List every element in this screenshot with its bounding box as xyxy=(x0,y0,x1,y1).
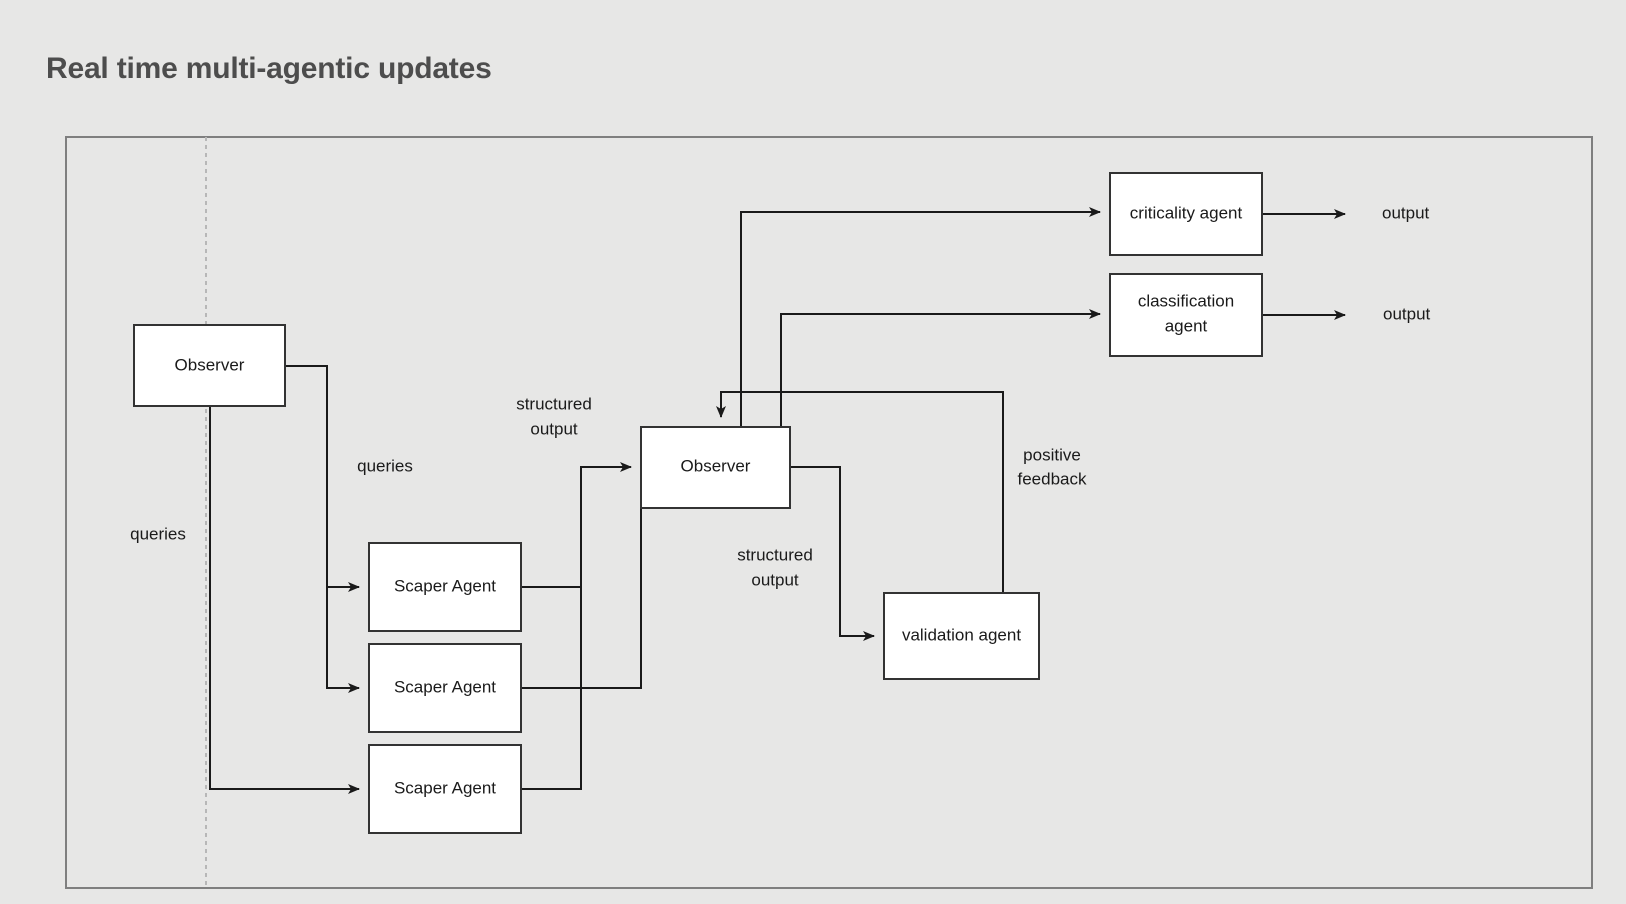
node-scaper-agent-2[interactable]: Scaper Agent xyxy=(368,643,522,733)
diagram-container-frame xyxy=(65,136,1593,889)
edge-label-positive-feedback-line1: positive xyxy=(1023,445,1081,464)
node-observer-left[interactable]: Observer xyxy=(133,324,286,407)
edge-observer-middle-to-classification-agent xyxy=(780,309,1101,427)
node-observer-middle[interactable]: Observer xyxy=(640,426,791,509)
node-scaper-agent-2-label: Scaper Agent xyxy=(394,677,496,696)
edge-observer-middle-to-validation-agent xyxy=(790,466,875,641)
edge-observer-left-to-scaper-3 xyxy=(209,406,360,794)
node-classification-agent[interactable]: classification agent xyxy=(1109,273,1263,357)
edge-label-structured-output-upper-line2: output xyxy=(530,419,578,438)
edge-observer-middle-to-criticality-agent xyxy=(740,207,1101,427)
node-observer-left-label: Observer xyxy=(175,355,245,374)
node-scaper-agent-3-label: Scaper Agent xyxy=(394,778,496,797)
page-title: Real time multi-agentic updates xyxy=(46,52,492,85)
edge-scaper-2-to-observer-middle xyxy=(521,467,642,689)
edge-label-structured-output-upper-line1: structured xyxy=(516,394,592,413)
node-criticality-agent-label: criticality agent xyxy=(1130,203,1243,222)
edge-label-queries-lower: queries xyxy=(130,524,186,543)
edge-scaper-1-to-observer-middle xyxy=(521,462,632,588)
edge-observer-left-to-scaper-2 xyxy=(326,587,360,693)
node-scaper-agent-3[interactable]: Scaper Agent xyxy=(368,744,522,834)
node-criticality-agent[interactable]: criticality agent xyxy=(1109,172,1263,256)
node-scaper-agent-1[interactable]: Scaper Agent xyxy=(368,542,522,632)
node-classification-agent-label-line2: agent xyxy=(1165,316,1208,335)
terminal-output-criticality: output xyxy=(1382,203,1430,222)
node-observer-middle-label: Observer xyxy=(681,456,751,475)
node-scaper-agent-1-label: Scaper Agent xyxy=(394,576,496,595)
node-validation-agent[interactable]: validation agent xyxy=(883,592,1040,680)
edge-label-structured-output-lower-line1: structured xyxy=(737,545,813,564)
terminal-output-classification: output xyxy=(1383,304,1431,323)
edge-scaper-3-to-observer-middle xyxy=(521,587,582,790)
node-classification-agent-label-line1: classification xyxy=(1138,291,1234,310)
node-validation-agent-label: validation agent xyxy=(902,625,1021,644)
edge-observer-left-to-scaper-1 xyxy=(285,365,360,592)
edge-label-structured-output-lower-line2: output xyxy=(751,570,799,589)
edge-validation-agent-to-observer-middle xyxy=(716,391,1004,593)
edge-label-queries-upper: queries xyxy=(357,456,413,475)
edge-label-positive-feedback-line2: feedback xyxy=(1018,469,1087,488)
